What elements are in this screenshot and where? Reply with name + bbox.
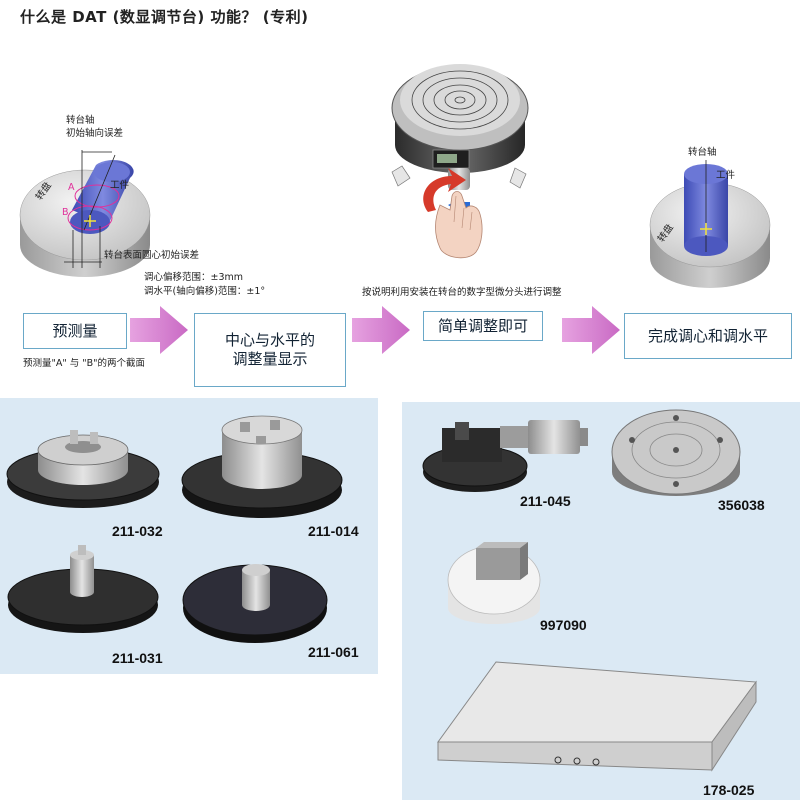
- product-211-014-photo: [181, 415, 343, 518]
- product-211-045-photo: [422, 420, 588, 492]
- workpiece-axis-line: [83, 154, 116, 231]
- instruction-text: 按说明利用安装在转台的数字型微分头进行调整: [362, 287, 562, 298]
- product-code-997090: 997090: [540, 617, 587, 633]
- step-2-label-line1: 中心与水平的: [224, 331, 315, 349]
- flow-arrow-3: [562, 306, 620, 354]
- range-line-2: 调水平(轴向偏移)范围：±1°: [144, 286, 266, 297]
- workpiece-label-left: 工件: [110, 180, 130, 191]
- step-3-label: 简单调整即可: [437, 316, 528, 335]
- section-b-circle: [67, 205, 113, 231]
- product-211-032-photo: [6, 430, 160, 508]
- page-title: 什么是 DAT (数显调节台) 功能？ (专利): [20, 8, 309, 26]
- range-line-1: 调心偏移范围：±3mm: [144, 272, 244, 283]
- step-3-box: 简单调整即可: [423, 311, 543, 341]
- product-code-211-014: 211-014: [308, 523, 359, 539]
- step-2-label-line2: 调整量显示: [232, 350, 308, 368]
- product-code-211-032: 211-032: [112, 523, 163, 539]
- step-4-label: 完成调心和调水平: [647, 326, 768, 345]
- step-1-note: 预测量"A" 与 "B"的两个截面: [23, 358, 146, 369]
- section-b-label: B: [62, 207, 69, 218]
- product-code-178-025: 178-025: [703, 782, 755, 798]
- product-356038-photo: [611, 409, 741, 496]
- step-4-box: 完成调心和调水平: [624, 313, 792, 359]
- center-marker-right: [700, 223, 712, 235]
- surface-error-label: 转台表面圆心初始误差: [104, 250, 200, 261]
- flow-arrow-2: [352, 306, 410, 354]
- product-178-025-photo: [437, 661, 757, 772]
- step-2-box: 中心与水平的 调整量显示: [194, 313, 346, 387]
- section-a-label: A: [68, 182, 75, 193]
- axis-label-line2: 初始轴向误差: [66, 128, 124, 139]
- flow-arrow-1: [130, 306, 188, 354]
- product-code-211-031: 211-031: [112, 650, 163, 666]
- step-1-box: 预测量: [23, 313, 127, 349]
- product-997090-photo: [447, 542, 541, 624]
- hand-illustration: [435, 191, 483, 259]
- axis-label-line1: 转台轴: [66, 115, 95, 126]
- rotate-arrow-red: [423, 168, 466, 212]
- product-code-211-061: 211-061: [308, 644, 359, 660]
- product-code-356038: 356038: [718, 497, 765, 513]
- center-marker-left: [84, 215, 96, 227]
- product-211-031-photo: [7, 545, 159, 633]
- product-code-211-045: 211-045: [520, 493, 571, 509]
- step-1-label: 预测量: [52, 321, 98, 340]
- workpiece-label-right: 工件: [716, 170, 736, 181]
- axis-label-right: 转台轴: [688, 147, 717, 158]
- product-211-061-photo: [182, 564, 328, 643]
